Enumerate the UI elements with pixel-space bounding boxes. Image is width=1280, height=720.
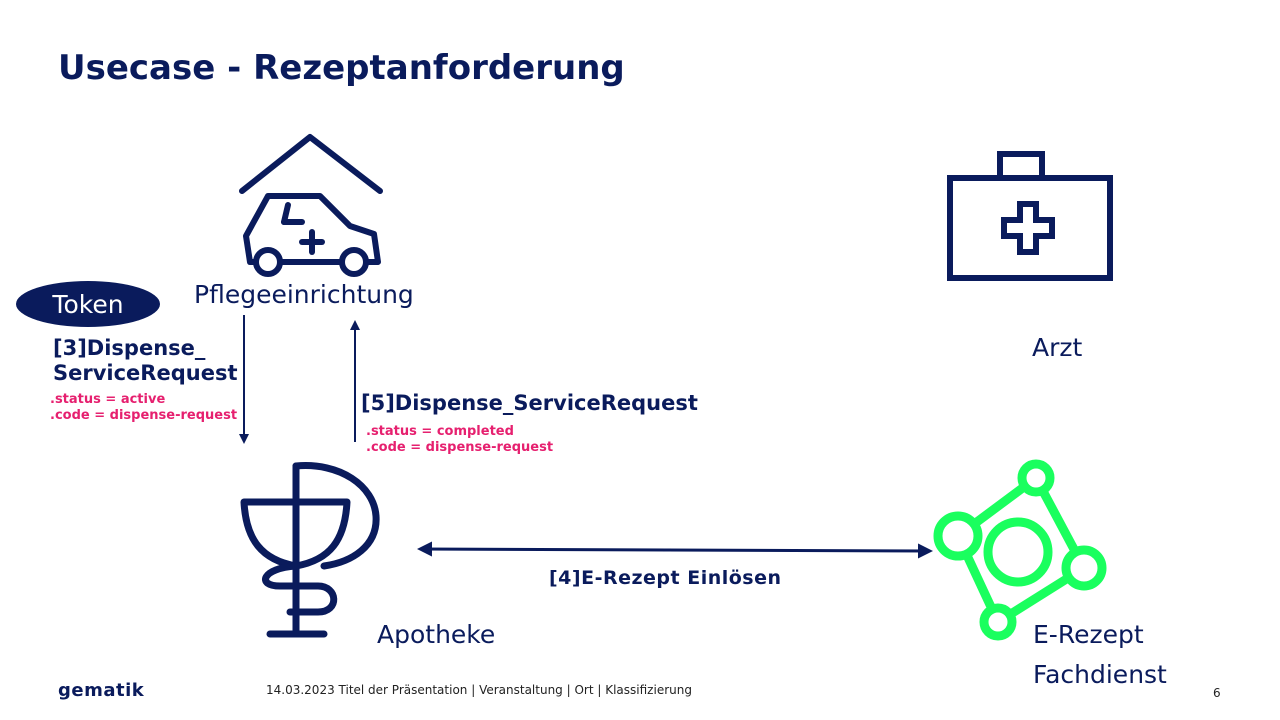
page-number: 6	[1213, 686, 1221, 700]
step5-status: .status = completed	[366, 424, 514, 439]
token-badge: Token	[16, 281, 160, 327]
actor-label-arzt: Arzt	[1032, 333, 1083, 362]
step3-title-line2: ServiceRequest	[53, 361, 238, 385]
network-node-icon	[933, 459, 1107, 641]
arrow-step4	[417, 541, 933, 559]
footer-info: 14.03.2023 Titel der Präsentation | Vera…	[266, 683, 692, 697]
step4-label: [4]E-Rezept Einlösen	[549, 567, 782, 589]
step3-code: .code = dispense-request	[50, 408, 238, 423]
step5-code: .code = dispense-request	[366, 440, 554, 455]
actor-label-erezept: E-Rezept	[1033, 620, 1144, 649]
step5-title: [5]Dispense_ServiceRequest	[361, 391, 698, 415]
gematik-logo: gematik	[58, 680, 145, 701]
house-ambulance-icon	[239, 134, 383, 277]
step3-title-line1: [3]Dispense_	[53, 336, 206, 360]
actor-label-apotheke: Apotheke	[377, 620, 496, 649]
medical-bag-icon	[947, 151, 1113, 281]
pharmacy-bowl-icon	[240, 462, 380, 638]
actor-label-fachdienst: Fachdienst	[1033, 660, 1167, 689]
actor-label-pflegeeinrichtung: Pflegeeinrichtung	[194, 280, 414, 309]
page-title: Usecase - Rezeptanforderung	[58, 48, 625, 88]
step3-status: .status = active	[50, 392, 166, 407]
